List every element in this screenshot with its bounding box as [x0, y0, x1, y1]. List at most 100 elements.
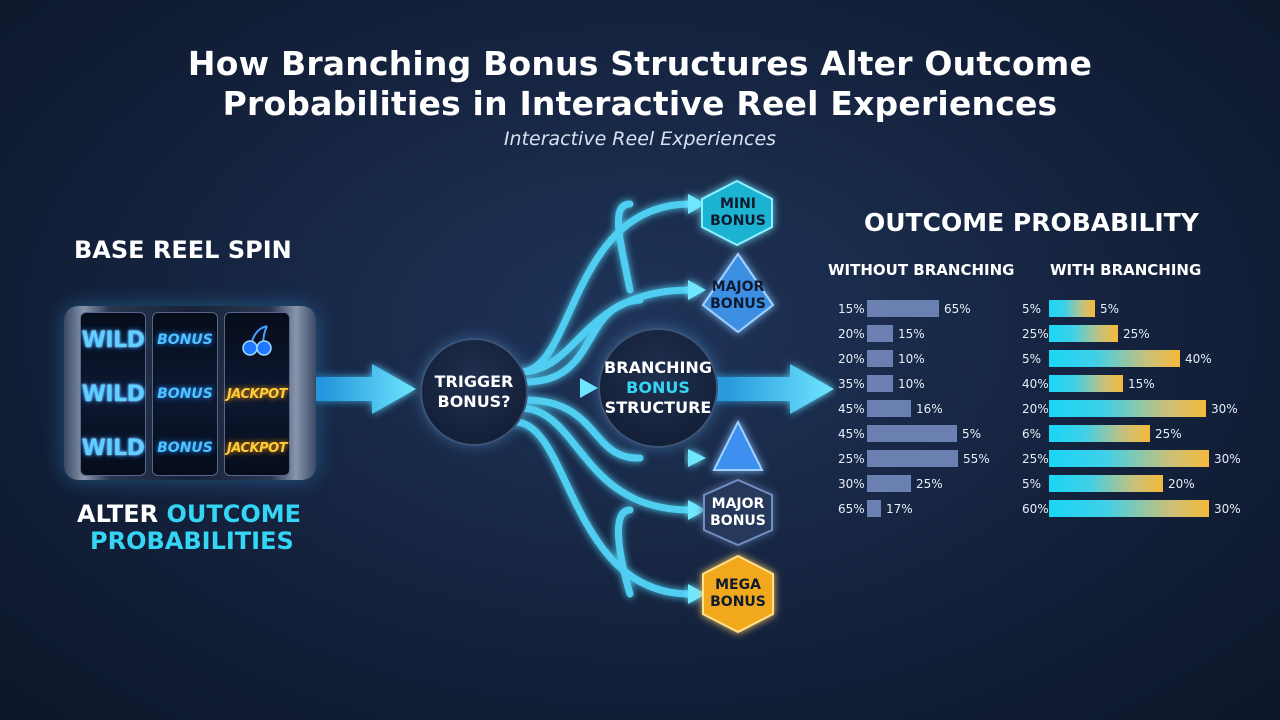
with-bar: [1049, 300, 1095, 317]
without-bar: [867, 475, 911, 492]
badge-triangle: [712, 419, 764, 471]
with-bar: [1049, 475, 1163, 492]
branching-label-2: BONUS: [626, 378, 690, 397]
bonus-symbol: BONUS: [157, 332, 213, 348]
with-bar: [1049, 400, 1206, 417]
with-value-label: 30%: [1214, 452, 1241, 466]
trigger-label-1: TRIGGER: [434, 372, 514, 391]
with-bar: [1049, 450, 1209, 467]
without-row-label: 20%: [838, 327, 865, 341]
caption-accent: OUTCOME: [166, 500, 302, 528]
with-row-label: 5%: [1022, 352, 1042, 366]
with-value-label: 25%: [1155, 427, 1182, 441]
with-row-label: 20%: [1022, 402, 1049, 416]
branching-structure-node: BRANCHING BONUS STRUCTURE: [598, 328, 718, 448]
wild-symbol: WILD: [81, 327, 145, 353]
with-bar: [1049, 325, 1118, 342]
badge-mega-bonus: [702, 554, 774, 634]
badge-text: BONUS: [710, 513, 766, 529]
branching-label-3: STRUCTURE: [604, 398, 712, 417]
page-subtitle: Interactive Reel Experiences: [503, 128, 777, 150]
without-row-label: 65%: [838, 502, 865, 516]
badge-text: MEGA: [715, 577, 761, 593]
badge-mini-bonus: [701, 179, 773, 247]
with-value-label: 40%: [1185, 352, 1212, 366]
reel-column-3: JACKPOT JACKPOT: [224, 312, 290, 476]
without-bar: [867, 300, 939, 317]
with-bar: [1049, 375, 1123, 392]
arrowhead-major-top: [688, 280, 706, 300]
without-bar: [867, 425, 957, 442]
with-bar: [1049, 500, 1209, 517]
badge-text: MINI: [719, 196, 757, 212]
col-head-without: WITHOUT BRANCHING: [828, 261, 1015, 279]
without-value-label: 10%: [898, 377, 925, 391]
without-bar: [867, 500, 881, 517]
with-bar: [1049, 425, 1150, 442]
with-value-label: 30%: [1211, 402, 1238, 416]
wild-symbol: WILD: [81, 381, 145, 407]
without-value-label: 5%: [962, 427, 982, 441]
jackpot-symbol: JACKPOT: [226, 386, 288, 402]
bonus-symbol: BONUS: [157, 440, 213, 456]
branch-line-mega: [511, 418, 694, 598]
base-reel-heading: BASE REEL SPIN: [74, 236, 292, 264]
arrow-branch-to-chart: [712, 364, 834, 414]
arrowhead-mini: [688, 194, 706, 214]
badge-text: BONUS: [710, 296, 766, 312]
reel-column-1: WILD WILD WILD: [80, 312, 146, 476]
with-value-label: 25%: [1123, 327, 1150, 341]
arrowhead-trigger-to-branch: [580, 378, 598, 398]
caption-white: ALTER: [77, 500, 167, 528]
badge-text: BONUS: [710, 213, 766, 229]
without-value-label: 16%: [916, 402, 943, 416]
without-row-label: 25%: [838, 452, 865, 466]
without-bar: [867, 400, 911, 417]
badge-text: MAJOR: [711, 279, 765, 295]
branch-line-upper-mid: [521, 296, 644, 386]
with-row-label: 5%: [1022, 477, 1042, 491]
without-bar: [867, 450, 958, 467]
jackpot-symbol: JACKPOT: [226, 440, 288, 456]
badge-text: BONUS: [710, 594, 766, 610]
with-row-label: 25%: [1022, 327, 1049, 341]
cherry-icon: [225, 313, 289, 367]
with-bar: [1049, 350, 1180, 367]
reel-column-2: BONUS BONUS BONUS: [152, 312, 218, 476]
slot-reels: WILD WILD WILD BONUS BONUS BONUS JACKPOT…: [64, 306, 316, 480]
without-value-label: 25%: [916, 477, 943, 491]
without-value-label: 17%: [886, 502, 913, 516]
caption-line1: ALTER OUTCOME: [77, 500, 301, 528]
without-row-label: 20%: [838, 352, 865, 366]
with-value-label: 20%: [1168, 477, 1195, 491]
without-row-label: 45%: [838, 427, 865, 441]
without-row-label: 30%: [838, 477, 865, 491]
with-value-label: 5%: [1100, 302, 1120, 316]
with-row-label: 5%: [1022, 302, 1042, 316]
without-value-label: 15%: [898, 327, 925, 341]
without-row-label: 35%: [838, 377, 865, 391]
branch-line-lower-mid: [521, 396, 644, 462]
without-bar: [867, 375, 893, 392]
with-row-label: 40%: [1022, 377, 1049, 391]
without-bar: [867, 325, 893, 342]
arrowhead-mega: [688, 584, 706, 604]
page-title-line1: How Branching Bonus Structures Alter Out…: [187, 44, 1093, 83]
with-value-label: 15%: [1128, 377, 1155, 391]
badge-text: MAJOR: [711, 496, 765, 512]
badge-major-bonus-bottom: [703, 478, 773, 547]
branching-label-1: BRANCHING: [604, 358, 712, 377]
caption-line2: PROBABILITIES: [90, 527, 294, 555]
chart-title: OUTCOME PROBABILITY: [864, 208, 1199, 237]
page-title-line2: Probabilities in Interactive Reel Experi…: [222, 84, 1058, 123]
with-value-label: 30%: [1214, 502, 1241, 516]
with-row-label: 25%: [1022, 452, 1049, 466]
badge-major-bonus-top: [701, 252, 775, 334]
col-head-with: WITH BRANCHING: [1050, 261, 1202, 279]
wild-symbol: WILD: [81, 435, 145, 461]
with-row-label: 60%: [1022, 502, 1049, 516]
